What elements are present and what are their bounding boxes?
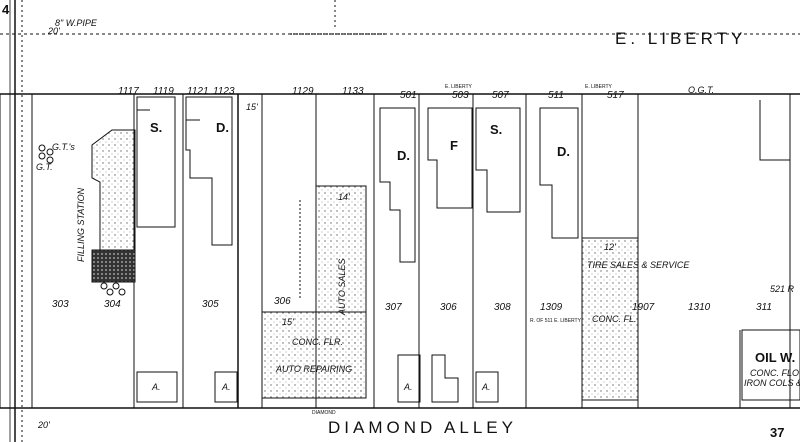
street-number: 511 bbox=[548, 90, 564, 101]
flat-label: F bbox=[450, 138, 458, 153]
street-width-top: 20' bbox=[47, 26, 60, 36]
lot-number: 307 bbox=[385, 302, 402, 313]
auto-abbr-label: A. bbox=[151, 382, 161, 392]
dwelling-label: D. bbox=[397, 148, 410, 163]
store-label: S. bbox=[150, 120, 162, 135]
gt-label: O.G.T. bbox=[688, 85, 714, 95]
lot-numbers: 303 304 305 306 307 306 308 1309 1907 13… bbox=[52, 296, 772, 313]
conc-flr-label: CONC. FLR. bbox=[292, 337, 343, 347]
lot-number: 308 bbox=[494, 302, 511, 313]
street-width-bottom: 20' bbox=[37, 420, 50, 430]
street-number: 1123 bbox=[213, 86, 235, 97]
auto-abbr-label: A. bbox=[403, 382, 413, 392]
tire-sales-label: TIRE SALES & SERVICE bbox=[587, 260, 690, 270]
lot-number: 305 bbox=[202, 299, 219, 310]
street-numbers: 1117 1119 1121 1123 1129 1133 501 503 50… bbox=[118, 86, 624, 101]
lot-number: 303 bbox=[52, 299, 69, 310]
auto-abbr-label: A. bbox=[221, 382, 231, 392]
gas-tanks-label: G.T.'s bbox=[52, 142, 75, 152]
setback-label: 15' bbox=[246, 102, 258, 112]
building-labels: G.T.'s G.T. FILLING STATION S. D. D. F S… bbox=[36, 120, 800, 392]
buildings bbox=[91, 96, 800, 403]
gas-tank-circles bbox=[38, 144, 126, 296]
lot-number: 306 bbox=[440, 302, 457, 313]
street-number: 1129 bbox=[292, 86, 314, 97]
street-number: 1121 bbox=[187, 86, 209, 97]
rear-of-label: R. OF 511 E. LIBERTY bbox=[530, 318, 582, 324]
lot-number: 1309 bbox=[540, 302, 563, 313]
street-number: 1119 bbox=[153, 86, 174, 97]
conc-floor-label: CONC. FLOOR bbox=[750, 368, 800, 378]
lot-lines bbox=[31, 93, 791, 409]
street-number: 517 bbox=[607, 90, 624, 101]
lot-number: 306 bbox=[274, 296, 291, 307]
iron-cols-label: IRON COLS & P. bbox=[744, 378, 800, 388]
auto-abbr-label: A. bbox=[481, 382, 491, 392]
lot-number: 311 bbox=[756, 302, 772, 313]
diamond-small-label: DIAMOND bbox=[312, 410, 336, 416]
height-label: 12' bbox=[604, 242, 616, 252]
liberty-small-label-b: E. LIBERTY bbox=[585, 84, 613, 90]
street-number: 1133 bbox=[342, 86, 364, 97]
dwelling-label: D. bbox=[557, 144, 570, 159]
lot-number: 304 bbox=[104, 299, 121, 310]
water-pipe-label: 8" W.PIPE bbox=[55, 18, 98, 28]
height-label: 15' bbox=[282, 317, 294, 327]
store-label: S. bbox=[490, 122, 502, 137]
liberty-small-label-a: E. LIBERTY bbox=[445, 84, 473, 90]
street-number: 503 bbox=[452, 90, 469, 101]
height-label: 14' bbox=[338, 192, 350, 202]
auto-repairing-label: AUTO REPAIRING bbox=[275, 364, 352, 374]
dwelling-label: D. bbox=[216, 120, 229, 135]
auto-sales-label: AUTO SALES bbox=[337, 259, 347, 316]
filling-station-label: FILLING STATION bbox=[76, 187, 86, 262]
gas-abbr-label: G.T. bbox=[36, 162, 53, 172]
street-number: 501 bbox=[400, 90, 417, 101]
corner-number: 4 bbox=[2, 2, 10, 17]
conc-fl-label: CONC. FL. bbox=[592, 314, 637, 324]
lot-number: 1907 bbox=[632, 302, 655, 313]
street-label-diamond-alley: DIAMOND ALLEY bbox=[328, 418, 517, 437]
lot-number: 1310 bbox=[688, 302, 711, 313]
right-number-label: 521 R bbox=[770, 284, 795, 294]
street-number: 1117 bbox=[118, 86, 139, 97]
oil-label: OIL W. H. bbox=[755, 350, 800, 365]
page-number: 37 bbox=[770, 425, 784, 440]
street-label-e-liberty: E. LIBERTY bbox=[615, 29, 746, 48]
street-number: 507 bbox=[492, 90, 509, 101]
